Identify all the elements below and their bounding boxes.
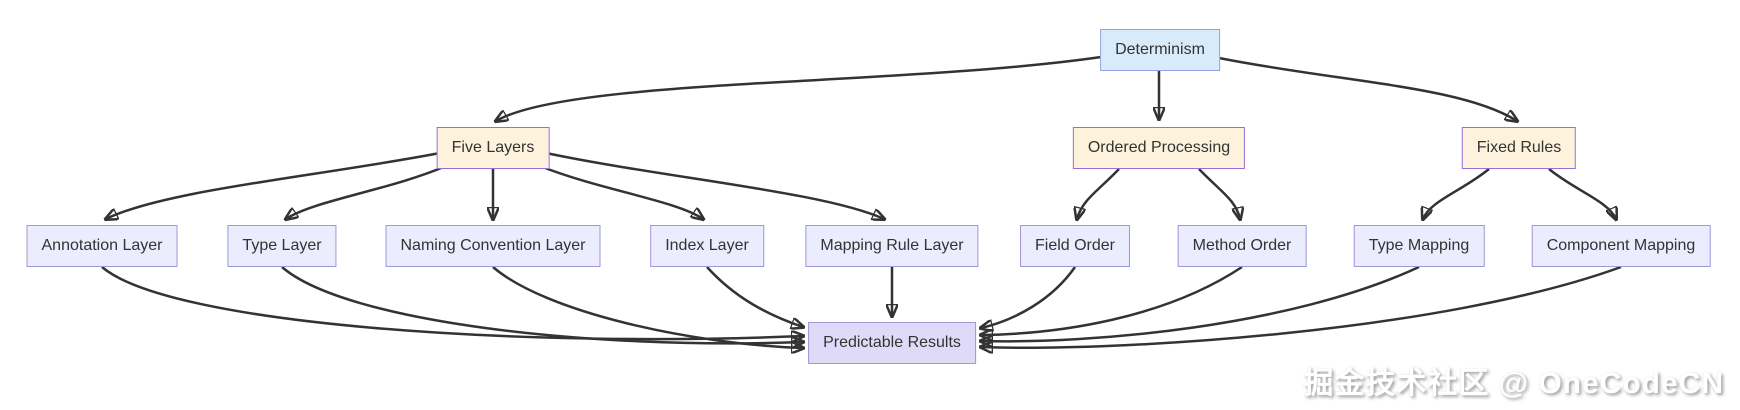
edge-five-layers-index-layer [539,164,703,219]
edge-method-order-predictable-results [981,265,1243,335]
edge-ordered-processing-field-order [1077,168,1120,219]
node-index-layer: Index Layer [650,225,764,267]
node-annotation-layer: Annotation Layer [26,225,178,267]
edge-fixed-rules-component-mapping [1548,168,1616,219]
edge-fixed-rules-type-mapping [1423,168,1490,219]
node-predictable-results: Predictable Results [808,322,976,364]
node-naming-convention-layer: Naming Convention Layer [385,225,601,267]
node-method-order: Method Order [1177,225,1307,267]
edge-field-order-predictable-results [981,266,1077,328]
node-component-mapping: Component Mapping [1531,225,1711,267]
node-fixed-rules: Fixed Rules [1461,127,1577,169]
edge-component-mapping-predictable-results [981,265,1622,348]
edge-index-layer-predictable-results [706,266,803,327]
edge-five-layers-type-layer [286,164,447,219]
node-type-layer: Type Layer [227,225,337,267]
edge-ordered-processing-method-order [1198,168,1240,219]
edge-five-layers-mapping-rule-layer [545,151,884,219]
edge-type-layer-predictable-results [281,266,803,343]
edge-naming-convention-layer-predictable-results [492,266,803,348]
node-mapping-rule-layer: Mapping Rule Layer [805,225,979,267]
node-field-order: Field Order [1019,225,1131,267]
edge-five-layers-annotation-layer [106,151,441,219]
edge-type-mapping-predictable-results [981,265,1420,341]
edge-determinism-fixed-rules [1218,56,1517,121]
watermark-text: 掘金技术社区 @ OneCodeCN [1303,367,1724,400]
node-determinism: Determinism [1100,29,1220,71]
node-ordered-processing: Ordered Processing [1072,127,1246,169]
edge-determinism-five-layers [496,55,1102,121]
node-five-layers: Five Layers [436,127,550,169]
edge-annotation-layer-predictable-results [101,266,803,339]
node-type-mapping: Type Mapping [1353,225,1485,267]
